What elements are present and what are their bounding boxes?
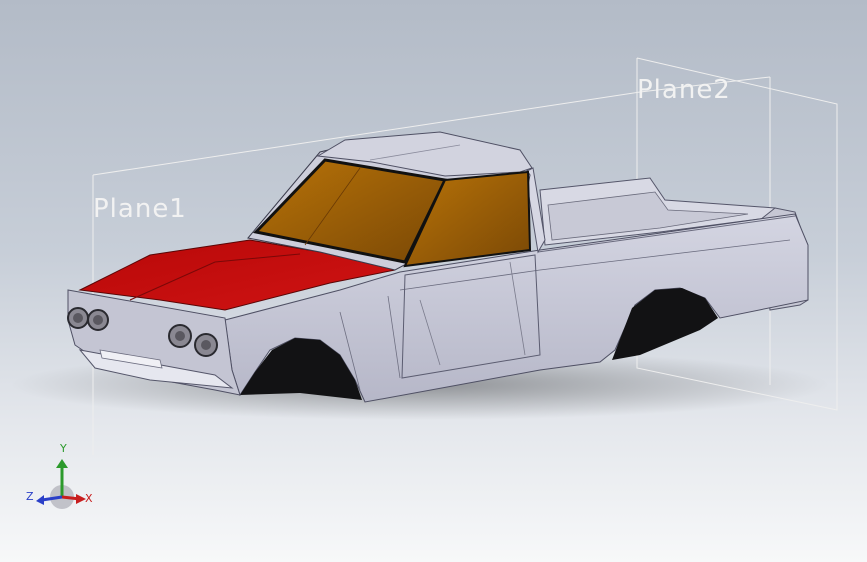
side-window [403, 170, 532, 268]
hood-crease [129, 253, 301, 301]
grille [99, 349, 163, 369]
roof [316, 131, 533, 177]
door-crease [419, 261, 526, 366]
plane2-label[interactable]: Plane2 [637, 75, 731, 105]
front-wheel-arch [240, 338, 362, 400]
axis-y-label: Y [60, 442, 67, 455]
axis-z-line [41, 495, 63, 502]
truck-body[interactable] [67, 131, 809, 403]
roof-crease [369, 144, 461, 161]
cab-rear-pillar [524, 167, 546, 254]
axis-x-arrow [76, 494, 86, 504]
axis-y-arrow [56, 459, 68, 468]
front-fascia [67, 289, 241, 396]
axis-x-label: X [85, 492, 93, 505]
axis-z-label: Z [26, 490, 34, 503]
fender-crease [339, 295, 401, 391]
rear-wheel-arch [612, 288, 718, 360]
headlights [67, 307, 218, 357]
door-outline [401, 254, 541, 379]
bed-floor [547, 191, 749, 241]
axis-z-arrow [36, 495, 44, 505]
windshield-glare [304, 167, 361, 246]
side-panel [224, 213, 809, 403]
body-crease [399, 239, 791, 291]
plane1-label[interactable]: Plane1 [93, 194, 187, 224]
bed-rail [537, 215, 796, 253]
orientation-triad[interactable] [36, 459, 86, 509]
